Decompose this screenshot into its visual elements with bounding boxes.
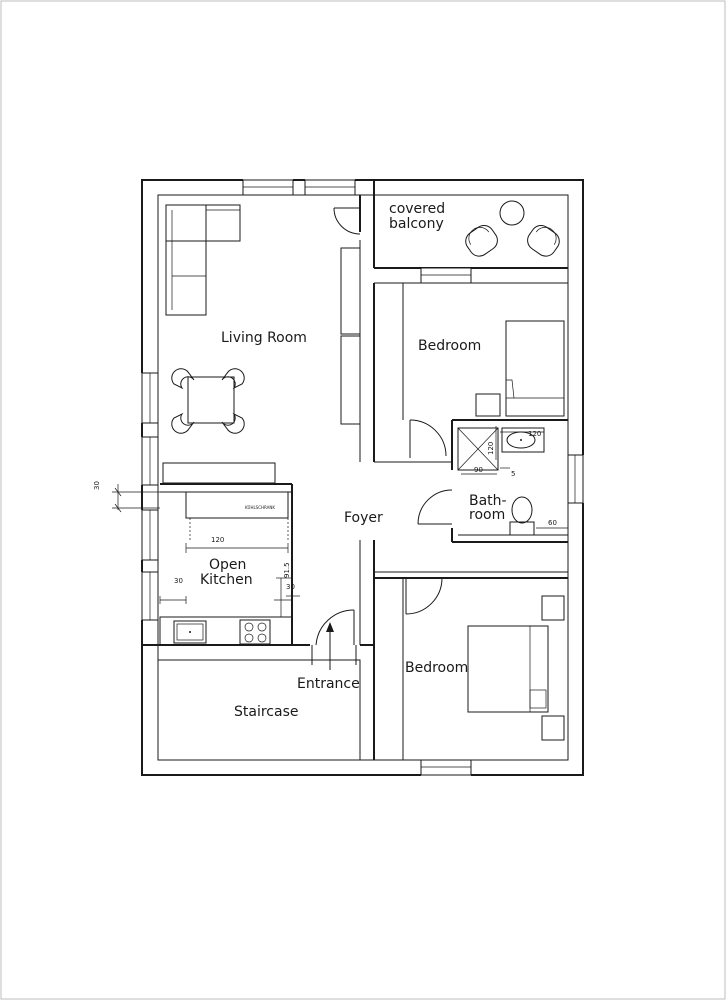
dimension-lines <box>112 426 568 617</box>
stove <box>239 619 271 645</box>
balcony-door <box>333 207 361 235</box>
room-labels: covered balcony Living Room Bedroom Bath… <box>200 201 507 720</box>
label-open-kitchen-line2: Kitchen <box>200 572 253 588</box>
dim-wall-offset: 30 <box>93 481 101 490</box>
windows <box>140 178 586 777</box>
fridge-label: KÜHLSCHRANK <box>245 505 275 510</box>
bedroom-bottom-door <box>405 577 443 615</box>
dim-kitchen-depth: 91.5 <box>283 562 291 578</box>
staircase <box>157 659 361 761</box>
sideboard <box>162 462 276 484</box>
label-open-kitchen-line1: Open <box>209 557 246 573</box>
label-bathroom-line2: room <box>469 507 505 523</box>
dim-kitchen-right-gap: 30 <box>286 583 295 591</box>
label-entrance: Entrance <box>297 676 360 692</box>
dim-shower-width: 90 <box>474 466 483 474</box>
outer-walls <box>141 179 584 776</box>
balcony-furniture <box>465 200 560 257</box>
bathroom-fixtures <box>457 427 545 536</box>
bed-top <box>475 320 565 417</box>
dining-table <box>171 368 245 434</box>
bed-bottom <box>467 595 565 741</box>
label-bedroom-top: Bedroom <box>418 338 481 354</box>
kitchen-fridge-counter: KÜHLSCHRANK <box>185 491 289 540</box>
dim-bath-step: 5 <box>511 470 515 478</box>
dim-shower-depth: 120 <box>487 442 495 455</box>
label-foyer: Foyer <box>344 510 383 526</box>
sink <box>173 620 207 644</box>
bathroom-door <box>417 489 453 525</box>
bedroom-top-door <box>409 419 447 458</box>
label-covered-balcony-line1: covered <box>389 201 445 217</box>
dimension-labels: 30 120 30 91.5 30 90 120 120 5 60 <box>93 430 557 591</box>
entrance-door <box>311 609 357 670</box>
label-staircase: Staircase <box>234 704 298 720</box>
sofa <box>165 204 241 316</box>
tv-cabinet <box>340 247 361 425</box>
dim-counter-width: 120 <box>211 536 224 544</box>
kitchen-counter <box>159 616 293 646</box>
dim-toilet-clearance: 60 <box>548 519 557 527</box>
label-living-room: Living Room <box>221 330 307 346</box>
label-bedroom-bottom: Bedroom <box>405 660 468 676</box>
dim-washbasin-width: 120 <box>528 430 541 438</box>
dim-kitchen-left-gap: 30 <box>174 577 183 585</box>
label-covered-balcony-line2: balcony <box>389 216 444 232</box>
label-bathroom-line1: Bath- <box>469 493 507 509</box>
